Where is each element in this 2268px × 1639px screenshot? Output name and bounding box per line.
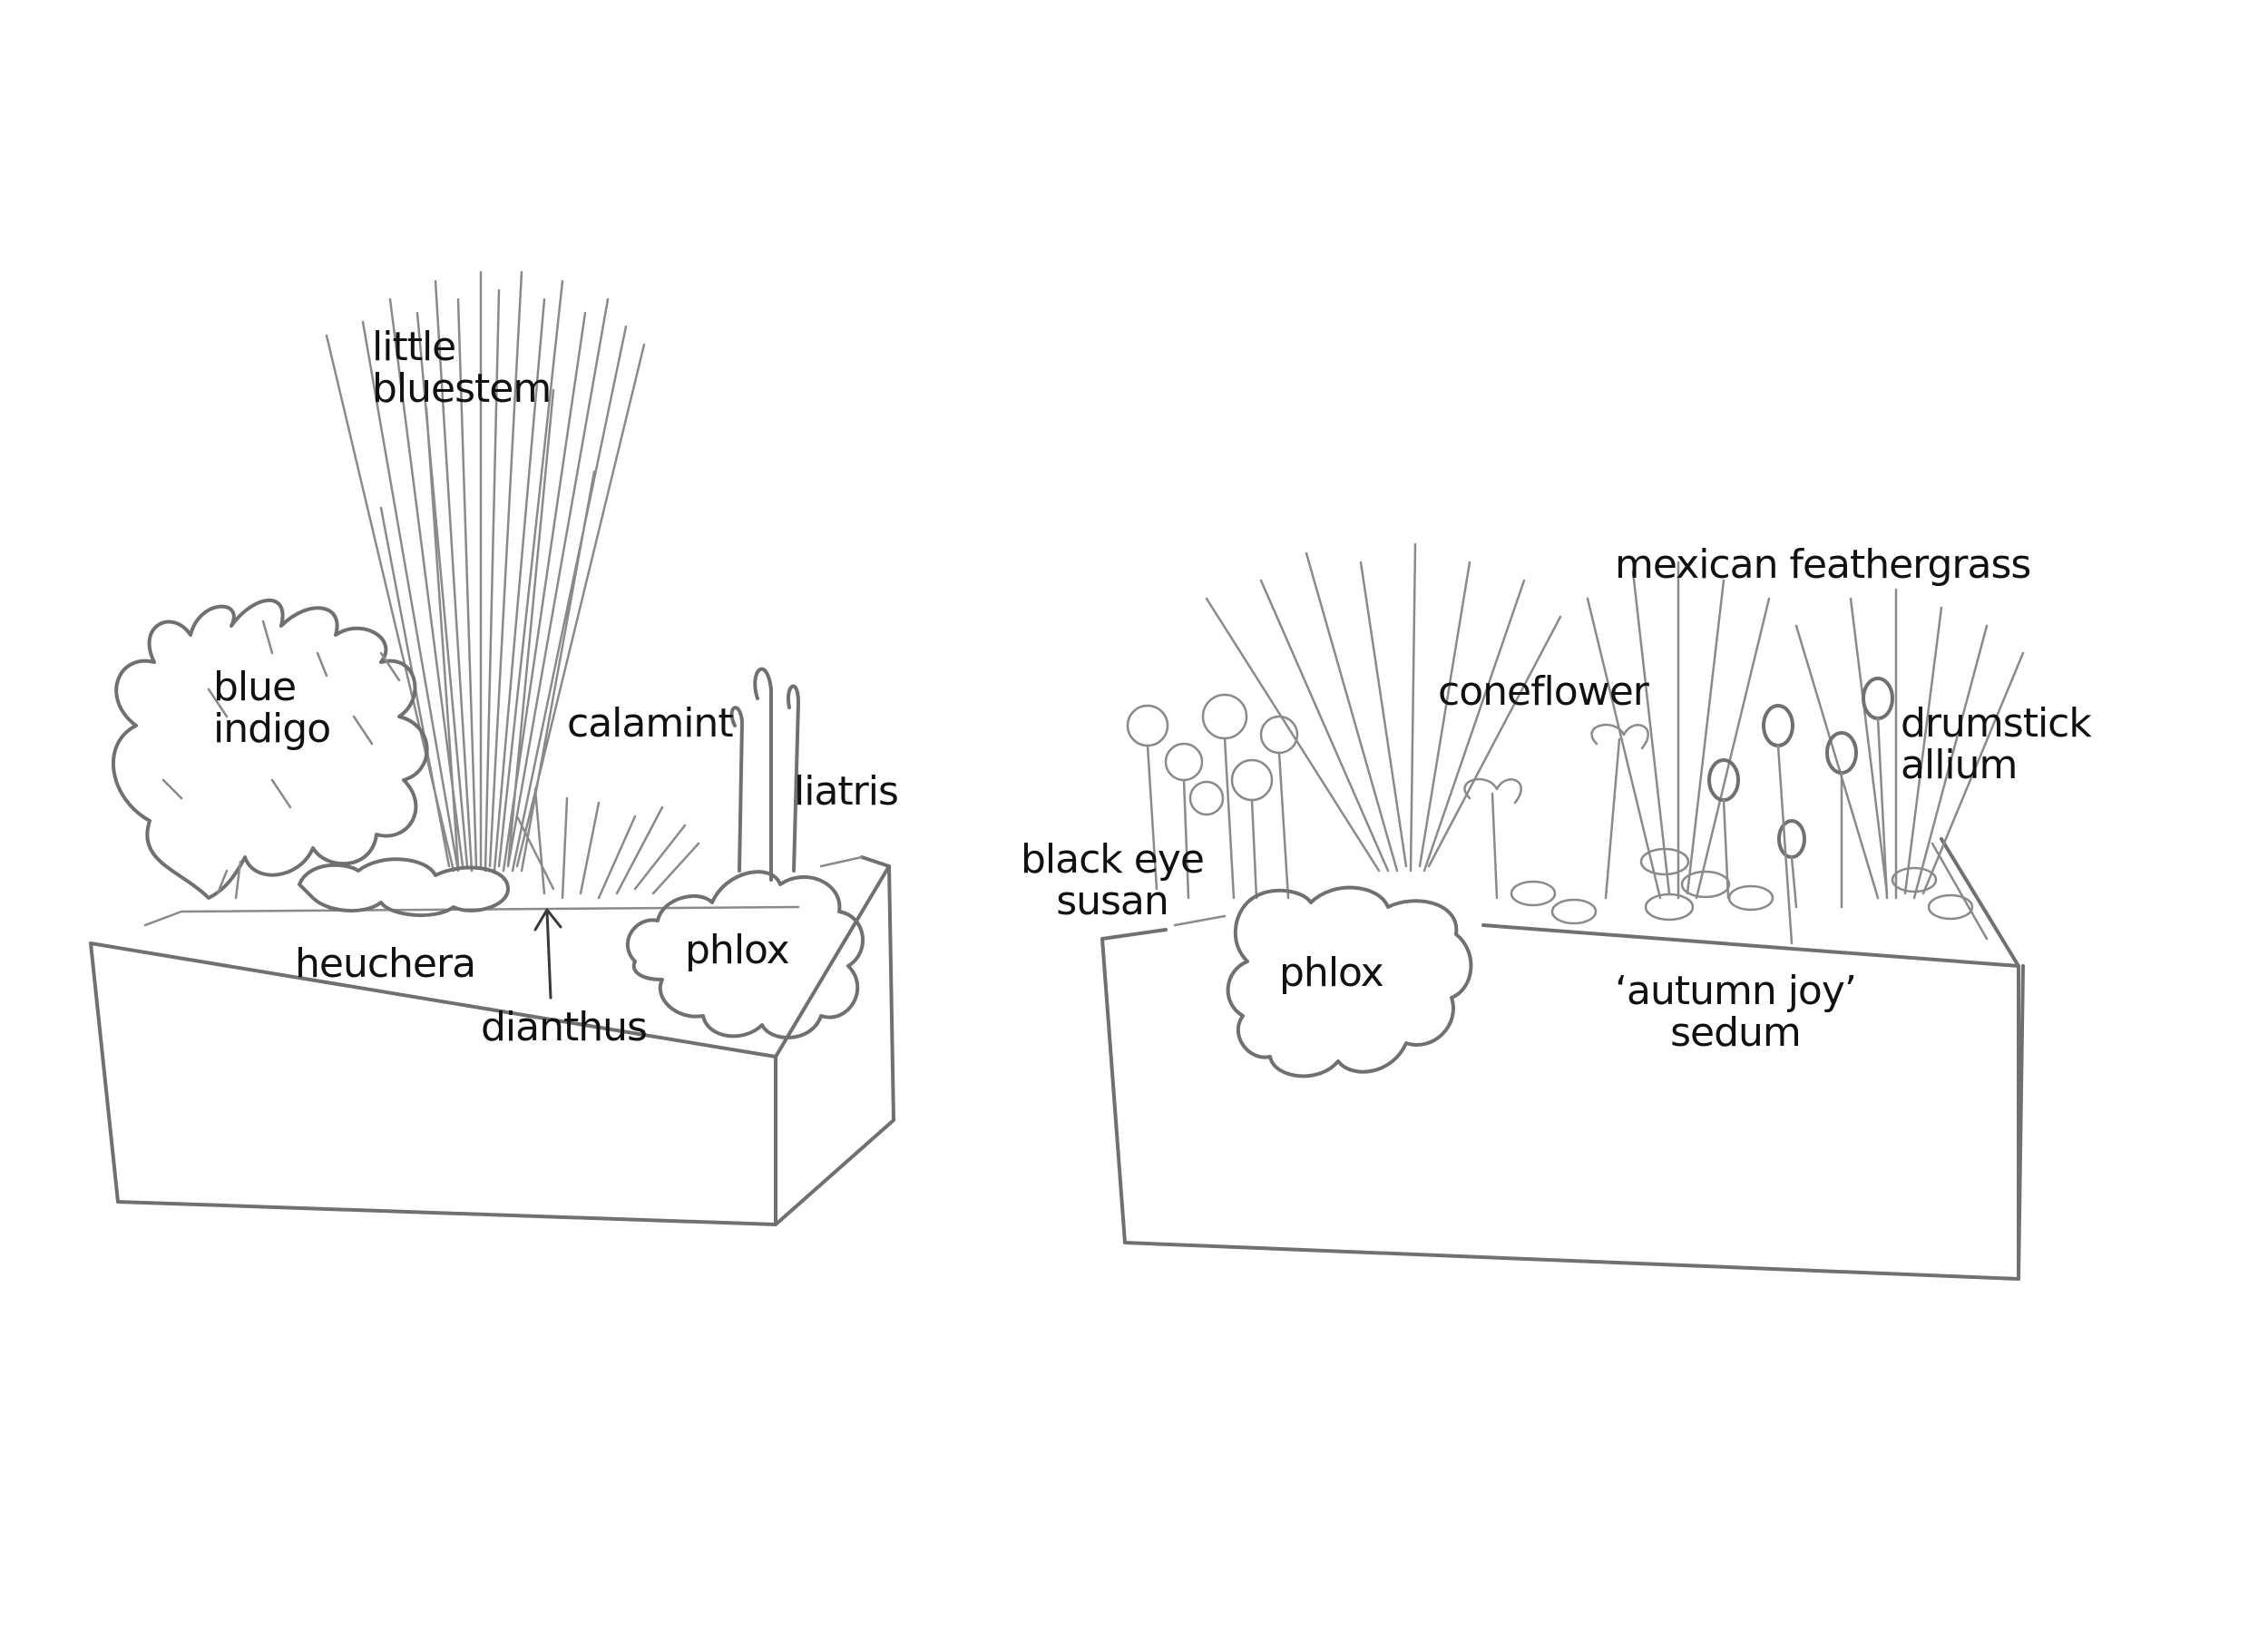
label-liatris: liatris: [794, 768, 899, 815]
label-little-bluestem: little bluestem: [372, 324, 552, 412]
label-calamint: calamint: [567, 700, 734, 746]
coneflower-flowers: [1463, 723, 1649, 900]
autumn-joy-sedum-stones: [1510, 847, 1974, 925]
label-drumstick-allium: drumstick allium: [1901, 700, 2092, 788]
little-bluestem-grass: [325, 270, 646, 873]
right-phlox-mound: [1226, 885, 1473, 1078]
heuchera-mound: [298, 857, 510, 918]
drumstick-allium-heads: [1707, 677, 1894, 945]
label-black-eye-susan: black eye susan: [1021, 836, 1205, 924]
label-mexican-feathergrass: mexican feathergrass: [1615, 541, 2031, 588]
blue-indigo-shrub: [112, 598, 429, 900]
left-planter-box: [89, 855, 895, 1226]
right-planter-box: [1100, 837, 2025, 1281]
label-left-phlox: phlox: [685, 927, 790, 973]
black-eye-susan-flowers: [1126, 693, 1299, 900]
calamint-plant: [515, 787, 700, 900]
label-right-phlox: phlox: [1279, 950, 1384, 996]
label-heuchera: heuchera: [295, 941, 476, 987]
label-coneflower: coneflower: [1438, 668, 1649, 715]
label-autumn-joy-sedum: ‘autumn joy’ sedum: [1615, 968, 1857, 1056]
mexican-feathergrass-clumps: [1205, 542, 2025, 900]
liatris-spikes: [729, 667, 800, 882]
label-blue-indigo: blue indigo: [213, 664, 331, 752]
left-phlox-mound: [625, 870, 865, 1039]
dianthus-arrow: [533, 908, 562, 1000]
label-dianthus: dianthus: [481, 1004, 648, 1050]
